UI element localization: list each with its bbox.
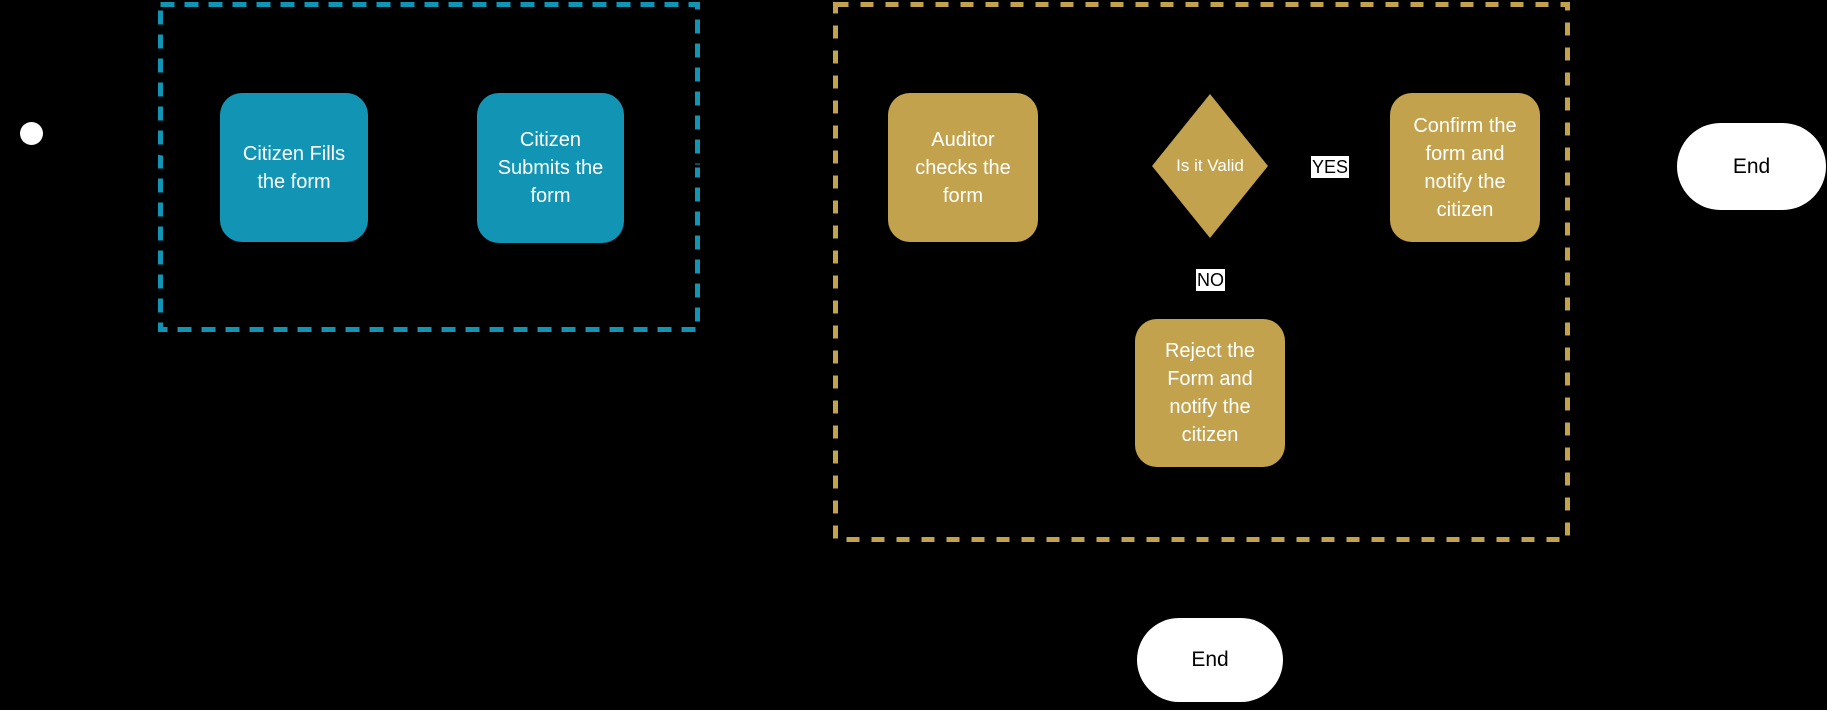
terminator-label: End	[1191, 648, 1229, 671]
decision-label: Is it Valid	[1176, 156, 1244, 175]
connector-start-to-fills	[42, 132, 223, 166]
process-node-citizen-submits: Citizen Submits the form	[477, 93, 624, 243]
edge-label-yes: YES	[1311, 156, 1350, 178]
process-node-label: Citizen Fills the form	[242, 142, 346, 193]
start-node	[20, 122, 43, 145]
process-node-label: Citizen Submits the form	[497, 129, 604, 207]
terminator-end-bottom: End	[1137, 618, 1283, 702]
terminator-end-right: End	[1677, 123, 1826, 210]
process-node-label: Auditor checks the form	[915, 128, 1011, 207]
process-node-confirm-form: Confirm the form and notify the citizen	[1390, 93, 1540, 242]
process-node-label: Reject the Form and notify the citizen	[1164, 340, 1256, 446]
process-node-label: Confirm the form and notify the citizen	[1413, 114, 1517, 221]
process-node-reject-form: Reject the Form and notify the citizen	[1135, 319, 1285, 467]
process-node-citizen-fills: Citizen Fills the form	[220, 93, 368, 242]
process-node-auditor-checks: Auditor checks the form	[888, 93, 1038, 242]
terminator-label: End	[1732, 154, 1771, 178]
auditor-lane-border	[833, 2, 1570, 542]
edge-label-no: NO	[1196, 269, 1225, 291]
